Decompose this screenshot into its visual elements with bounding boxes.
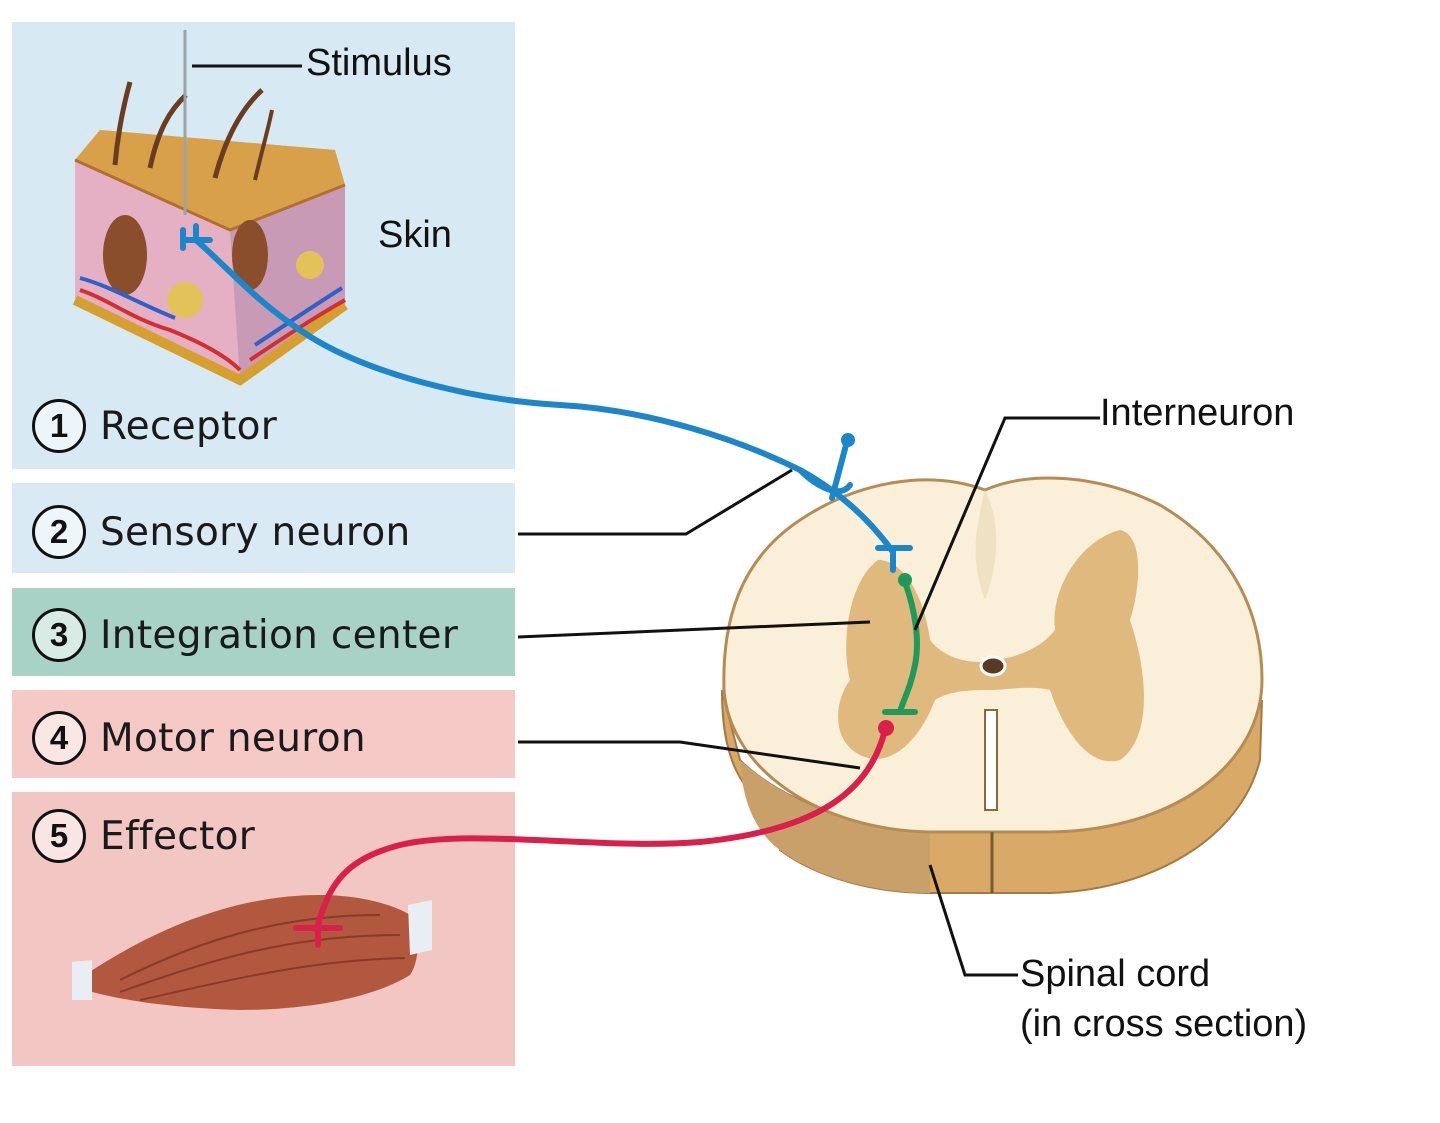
- interneuron-label: Interneuron: [1100, 392, 1295, 434]
- interneuron-path: [882, 579, 920, 715]
- step-number: 2: [32, 505, 86, 559]
- sensory-cell-body: [841, 433, 855, 447]
- step-effector: 5 Effector: [32, 809, 255, 863]
- step-sensory-neuron: 2 Sensory neuron: [32, 505, 411, 559]
- step-number: 5: [32, 809, 86, 863]
- motor-cell-body: [878, 720, 894, 736]
- leader-lines: [192, 64, 1100, 977]
- spinal-cord-illustration: [721, 476, 1264, 894]
- step-label: Receptor: [100, 403, 278, 449]
- spinal-cord-subtitle: (in cross section): [1020, 1003, 1308, 1045]
- stimulus-label: Stimulus: [306, 42, 452, 84]
- step-number: 1: [32, 399, 86, 453]
- panel-motor-neuron: [12, 690, 515, 778]
- step-label: Integration center: [100, 612, 459, 658]
- skin-illustration: [72, 30, 348, 386]
- step-number: 3: [32, 608, 86, 662]
- spinal-cord-label: Spinal cord: [1020, 953, 1211, 995]
- motor-neuron-path: [293, 727, 888, 948]
- panel-sensory-neuron: [12, 483, 515, 573]
- step-integration-center: 3 Integration center: [32, 608, 458, 662]
- skin-label: Skin: [378, 214, 452, 256]
- step-motor-neuron: 4 Motor neuron: [32, 711, 366, 765]
- sensory-neuron-path: [180, 223, 913, 573]
- step-label: Sensory neuron: [100, 509, 411, 555]
- step-label: Motor neuron: [100, 715, 366, 761]
- step-receptor: 1 Receptor: [32, 399, 277, 453]
- muscle-illustration: [72, 895, 432, 1010]
- step-number: 4: [32, 711, 86, 765]
- panel-integration-center: [12, 588, 515, 676]
- step-label: Effector: [100, 813, 256, 859]
